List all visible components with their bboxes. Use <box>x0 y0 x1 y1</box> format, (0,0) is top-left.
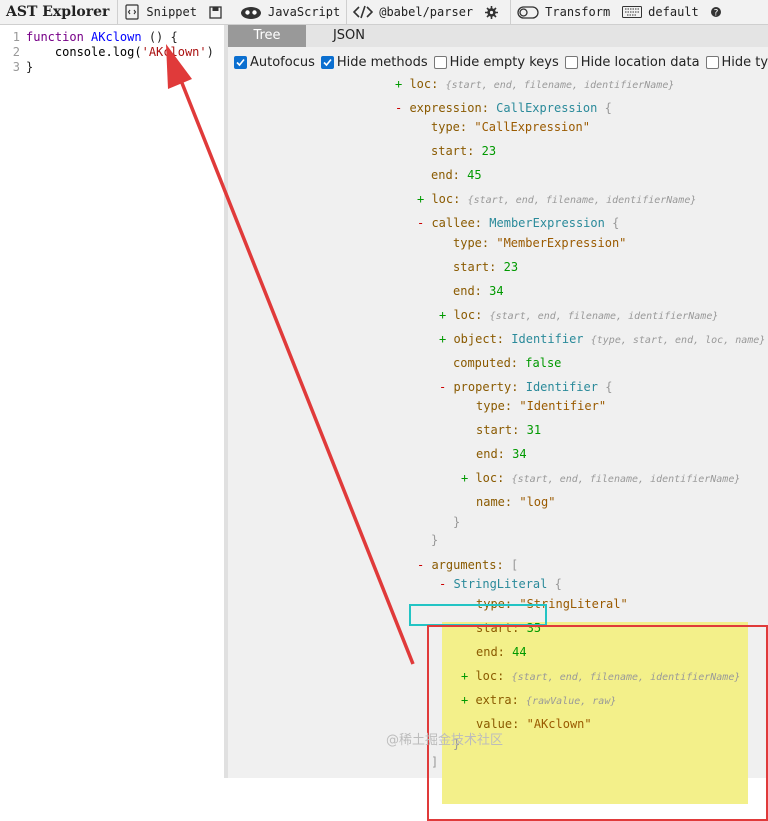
hide-location-data-label: Hide location data <box>580 54 700 70</box>
checkbox-box <box>564 55 578 69</box>
checkbox-box <box>433 55 447 69</box>
line-number: 1 <box>12 30 20 44</box>
app-title: AST Explorer <box>6 4 110 20</box>
snippet-label: Snippet <box>146 5 197 19</box>
ast-tree: + loc: {start, end, filename, identifier… <box>228 75 768 821</box>
closing-brace: } <box>453 737 461 751</box>
tree-prop-type: type: "CallExpression" <box>431 120 590 134</box>
hide-empty-keys-label: Hide empty keys <box>449 54 559 70</box>
code-text: ) <box>206 45 214 59</box>
keyword: function <box>26 30 84 44</box>
svg-text:?: ? <box>713 9 718 19</box>
tree-prop-type: type: "Identifier" <box>476 399 607 413</box>
keymap-button[interactable]: default <box>616 0 705 24</box>
snippet-icon <box>124 4 140 20</box>
hide-methods-checkbox[interactable]: Hide methods <box>320 54 428 70</box>
annotation-arrow <box>166 44 415 665</box>
tree-node-callee[interactable]: - callee: MemberExpression { <box>417 216 620 230</box>
tree-prop-end: end: 44 <box>476 645 527 659</box>
tree-node-object[interactable]: + object: Identifier {type, start, end, … <box>439 332 766 346</box>
tree-prop-start: start: 23 <box>431 144 497 158</box>
check-icon <box>320 55 334 69</box>
string-literal: 'AKclown' <box>141 45 207 59</box>
tree-node-stringliteral[interactable]: - StringLiteral { <box>439 577 562 591</box>
highlight-region <box>442 622 748 804</box>
hide-type-label: Hide type <box>721 54 768 70</box>
code-line: 2 console.log('AKclown') <box>0 45 224 60</box>
toolbar: AST Explorer Snippet JavaScript @babel/p… <box>0 0 768 25</box>
tree-node-loc[interactable]: + loc: {start, end, filename, identifier… <box>395 77 675 91</box>
tree-node-loc[interactable]: + loc: {start, end, filename, identifier… <box>417 192 697 206</box>
tree-prop-type: type: "MemberExpression" <box>453 236 627 250</box>
tree-prop-start: start: 23 <box>453 260 519 274</box>
language-label: JavaScript <box>267 5 341 19</box>
transform-label: Transform <box>545 5 611 19</box>
autofocus-label: Autofocus <box>250 54 315 70</box>
tree-node-extra[interactable]: + extra: {rawValue, raw} <box>461 693 617 707</box>
tree-prop-computed: computed: false <box>453 356 562 370</box>
tree-node-loc[interactable]: + loc: {start, end, filename, identifier… <box>439 308 719 322</box>
code-text: } <box>26 60 34 74</box>
parser-label: @babel/parser <box>379 5 474 19</box>
tree-node-loc[interactable]: + loc: {start, end, filename, identifier… <box>461 471 741 485</box>
tree-node-expression[interactable]: - expression: CallExpression { <box>395 101 612 115</box>
hide-empty-keys-checkbox[interactable]: Hide empty keys <box>433 54 559 70</box>
tree-prop-value: value: "AKclown" <box>476 717 592 731</box>
code-text: console.log( <box>26 45 142 59</box>
parser-settings-button[interactable] <box>479 0 510 24</box>
parser-button[interactable]: @babel/parser <box>347 0 479 24</box>
output-panel: Tree JSON Autofocus Hide methods Hide em… <box>228 25 768 821</box>
help-icon: ? <box>710 5 721 19</box>
closing-bracket: ] <box>431 755 439 769</box>
divider <box>117 0 119 24</box>
tree-prop-end: end: 45 <box>431 168 482 182</box>
tree-node-arguments[interactable]: - arguments: [ <box>417 558 519 572</box>
tree-node-loc[interactable]: + loc: {start, end, filename, identifier… <box>461 669 741 683</box>
code-line: 3} <box>0 60 224 75</box>
line-number: 2 <box>12 45 20 59</box>
tree-options: Autofocus Hide methods Hide empty keys H… <box>228 51 768 73</box>
watermark: @稀土掘金技术社区 <box>386 733 504 748</box>
divider <box>510 0 512 24</box>
output-tabs: Tree JSON <box>228 25 768 47</box>
tab-json[interactable]: JSON <box>332 28 366 43</box>
divider <box>346 0 348 24</box>
code-editor[interactable]: 1 function AKclown () { 2 console.log('AK… <box>0 25 224 778</box>
tree-node-property[interactable]: - property: Identifier { <box>439 380 613 394</box>
code-text: () { <box>141 30 178 44</box>
tab-tree[interactable]: Tree <box>228 25 306 47</box>
save-icon <box>209 5 222 19</box>
code-icon <box>353 5 374 19</box>
hide-location-data-checkbox[interactable]: Hide location data <box>564 54 700 70</box>
tree-prop-end: end: 34 <box>476 447 527 461</box>
autofocus-checkbox[interactable]: Autofocus <box>234 55 315 70</box>
tree-prop-start: start: 31 <box>476 423 542 437</box>
closing-brace: } <box>453 515 461 529</box>
tree-prop-end: end: 34 <box>453 284 504 298</box>
keymap-label: default <box>648 5 699 19</box>
line-number: 3 <box>12 60 20 74</box>
panel-splitter[interactable] <box>224 25 228 778</box>
language-icon <box>240 5 262 19</box>
tree-prop-name: name: "log" <box>476 495 556 509</box>
keyboard-icon <box>622 6 643 18</box>
snippet-button[interactable]: Snippet <box>118 0 203 24</box>
hide-methods-label: Hide methods <box>336 54 428 70</box>
toggle-icon <box>517 5 539 19</box>
function-name: AKclown <box>91 30 142 44</box>
code-line: 1 function AKclown () { <box>0 30 224 45</box>
transform-toggle[interactable]: Transform <box>511 0 616 24</box>
help-button[interactable]: ? <box>705 0 733 24</box>
gear-icon <box>485 5 499 19</box>
hide-type-checkbox[interactable]: Hide type <box>705 54 768 70</box>
checkbox-box <box>705 55 719 69</box>
closing-brace: } <box>431 533 439 547</box>
save-button[interactable] <box>203 0 234 24</box>
language-button[interactable]: JavaScript <box>234 0 346 24</box>
check-icon <box>234 55 247 69</box>
